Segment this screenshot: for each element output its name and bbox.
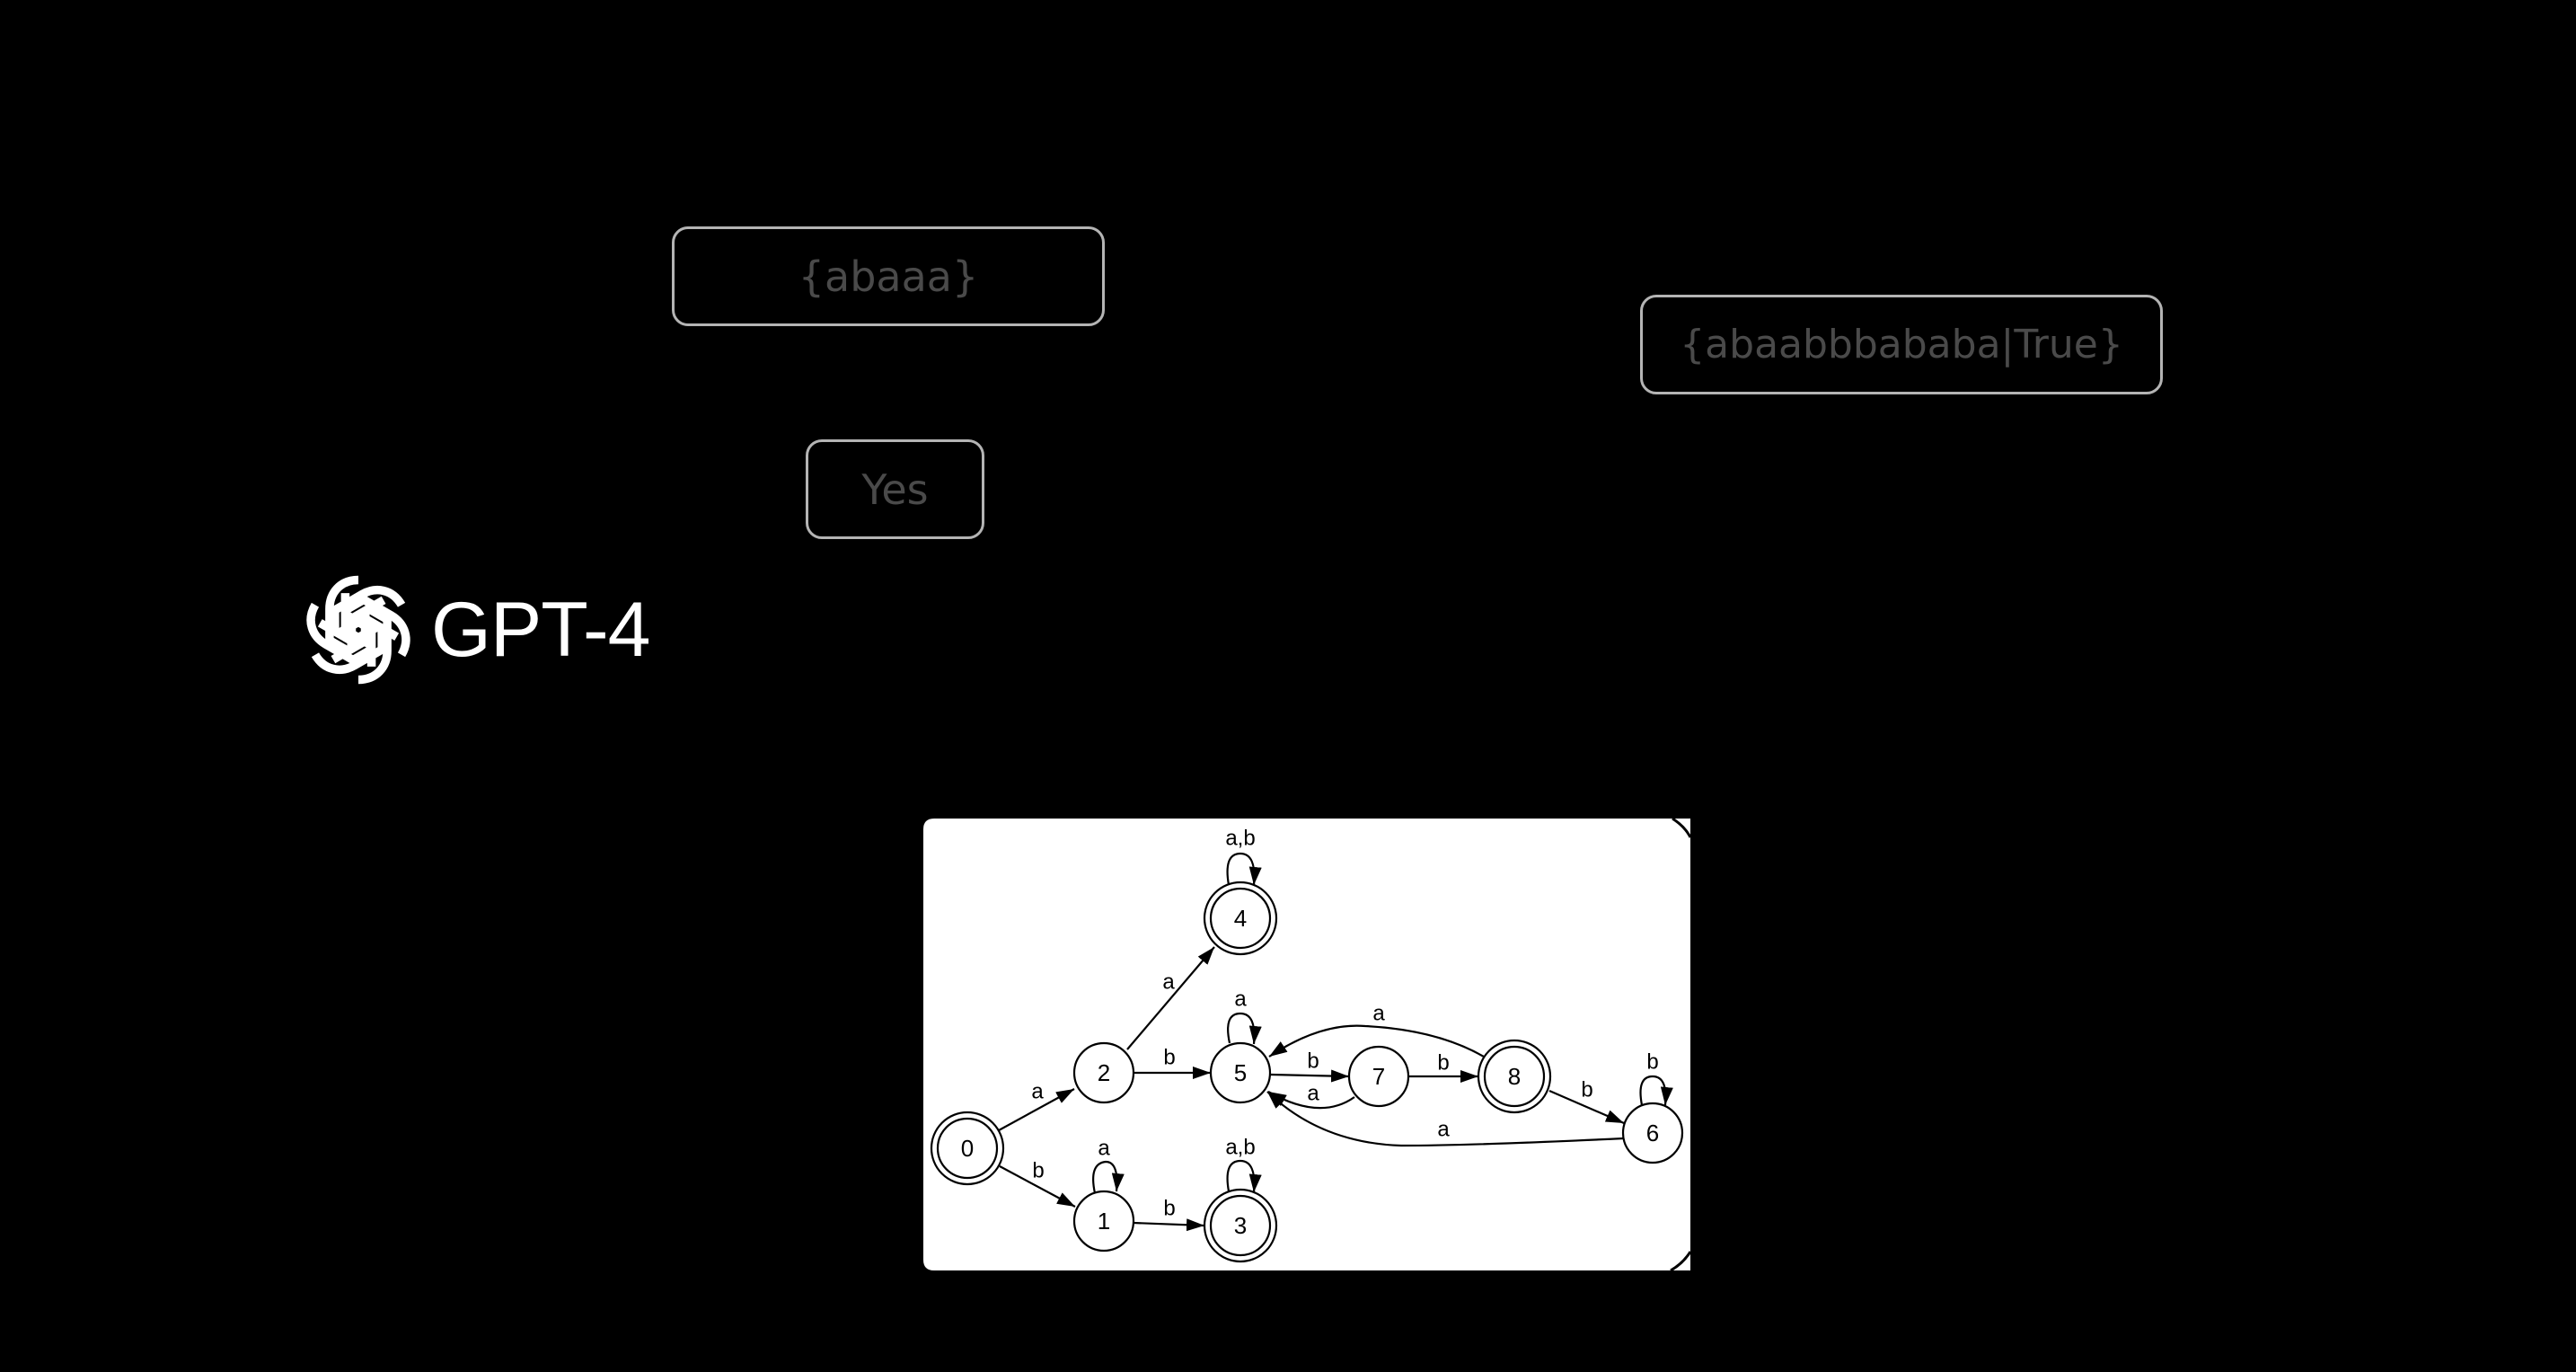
edge-0-2 bbox=[998, 1088, 1075, 1131]
state-7 bbox=[1347, 1045, 1410, 1108]
state-1 bbox=[1072, 1190, 1135, 1253]
dfa-diagram: 0 1 2 3 4 5 7 8 6 a b a b a b a,b a,b a … bbox=[923, 819, 1690, 1270]
state-0-accepting bbox=[930, 1111, 1005, 1186]
edge-label: a bbox=[1031, 1080, 1044, 1104]
edge-label: a,b bbox=[1225, 1136, 1255, 1160]
loop-3 bbox=[1226, 1159, 1262, 1193]
edge-label: b bbox=[1646, 1050, 1658, 1075]
diagram-background bbox=[923, 819, 1690, 1270]
edge-0-1 bbox=[999, 1165, 1076, 1208]
diagram-corner-arc-top bbox=[1672, 819, 1690, 838]
state-label: 5 bbox=[1234, 1059, 1247, 1086]
state-8-accepting bbox=[1477, 1039, 1552, 1114]
model-name: GPT-4 bbox=[431, 586, 651, 673]
edge-label: a bbox=[1437, 1118, 1450, 1142]
model-logo: GPT-4 bbox=[293, 564, 651, 695]
state-label: 6 bbox=[1646, 1120, 1659, 1146]
state-4-accepting bbox=[1203, 881, 1278, 956]
state-5 bbox=[1209, 1041, 1272, 1104]
edge-label: b bbox=[1437, 1051, 1449, 1075]
state-2 bbox=[1072, 1041, 1135, 1104]
state-3-accepting bbox=[1203, 1188, 1278, 1263]
edge-label: b bbox=[1163, 1046, 1175, 1070]
edge-label: a bbox=[1098, 1137, 1110, 1161]
edge-label: b bbox=[1032, 1159, 1044, 1183]
edge-6-5 bbox=[1266, 1091, 1625, 1147]
openai-logo-icon bbox=[293, 564, 424, 695]
edge-label: b bbox=[1163, 1197, 1175, 1221]
state-label: 1 bbox=[1098, 1208, 1110, 1235]
loop-5 bbox=[1227, 1012, 1262, 1045]
ground-truth-box: {abaabbbababa|True} bbox=[1640, 295, 2163, 394]
edge-8-5 bbox=[1268, 1024, 1485, 1058]
edge-label: a bbox=[1234, 987, 1247, 1012]
edge-2-4 bbox=[1126, 946, 1215, 1050]
edge-8-6 bbox=[1548, 1089, 1625, 1125]
state-label: 8 bbox=[1508, 1063, 1521, 1090]
state-label: 4 bbox=[1234, 905, 1247, 932]
edge-label: a bbox=[1307, 1082, 1319, 1106]
edge-5-7 bbox=[1270, 1069, 1350, 1083]
diagram-corner-arc-bottom bbox=[1670, 1251, 1690, 1270]
state-6 bbox=[1621, 1102, 1684, 1164]
edge-label: a bbox=[1162, 970, 1175, 995]
loop-1 bbox=[1092, 1160, 1125, 1194]
edge-label: a,b bbox=[1225, 827, 1255, 851]
state-label: 0 bbox=[961, 1135, 974, 1162]
input-string-box: {abaaa} bbox=[672, 226, 1105, 326]
edge-label: a bbox=[1372, 1002, 1385, 1026]
ground-truth-text: {abaabbbababa|True} bbox=[1680, 322, 2123, 367]
input-string-text: {abaaa} bbox=[798, 252, 979, 301]
state-label: 3 bbox=[1234, 1212, 1247, 1239]
state-label: 7 bbox=[1372, 1063, 1385, 1090]
model-answer-box: Yes bbox=[806, 439, 984, 539]
loop-6 bbox=[1639, 1075, 1673, 1106]
edge-1-3 bbox=[1133, 1218, 1205, 1232]
model-answer-text: Yes bbox=[861, 465, 929, 514]
loop-4 bbox=[1226, 852, 1262, 886]
state-label: 2 bbox=[1098, 1059, 1110, 1086]
edge-label: b bbox=[1307, 1049, 1319, 1074]
edge-label: b bbox=[1581, 1078, 1592, 1102]
